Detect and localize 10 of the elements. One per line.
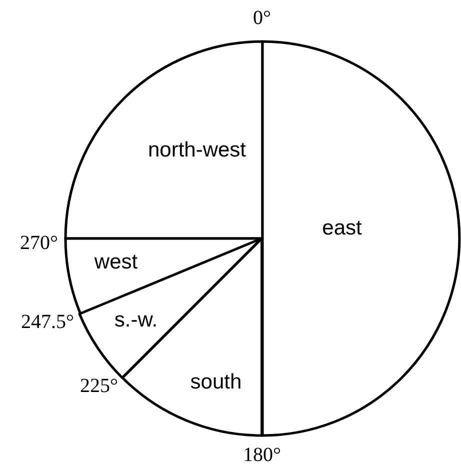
angle-label: 247.5° xyxy=(21,312,74,332)
angle-label: 180° xyxy=(243,445,281,465)
sector-label: west xyxy=(94,252,138,272)
angle-label: 225° xyxy=(80,376,118,396)
angle-label: 0° xyxy=(253,8,271,28)
sector-label: south xyxy=(190,372,242,392)
sector-label: east xyxy=(322,218,362,238)
sector-label: s.-w. xyxy=(114,310,158,330)
sector-label: north-west xyxy=(148,140,246,160)
angle-label: 270° xyxy=(20,233,58,253)
